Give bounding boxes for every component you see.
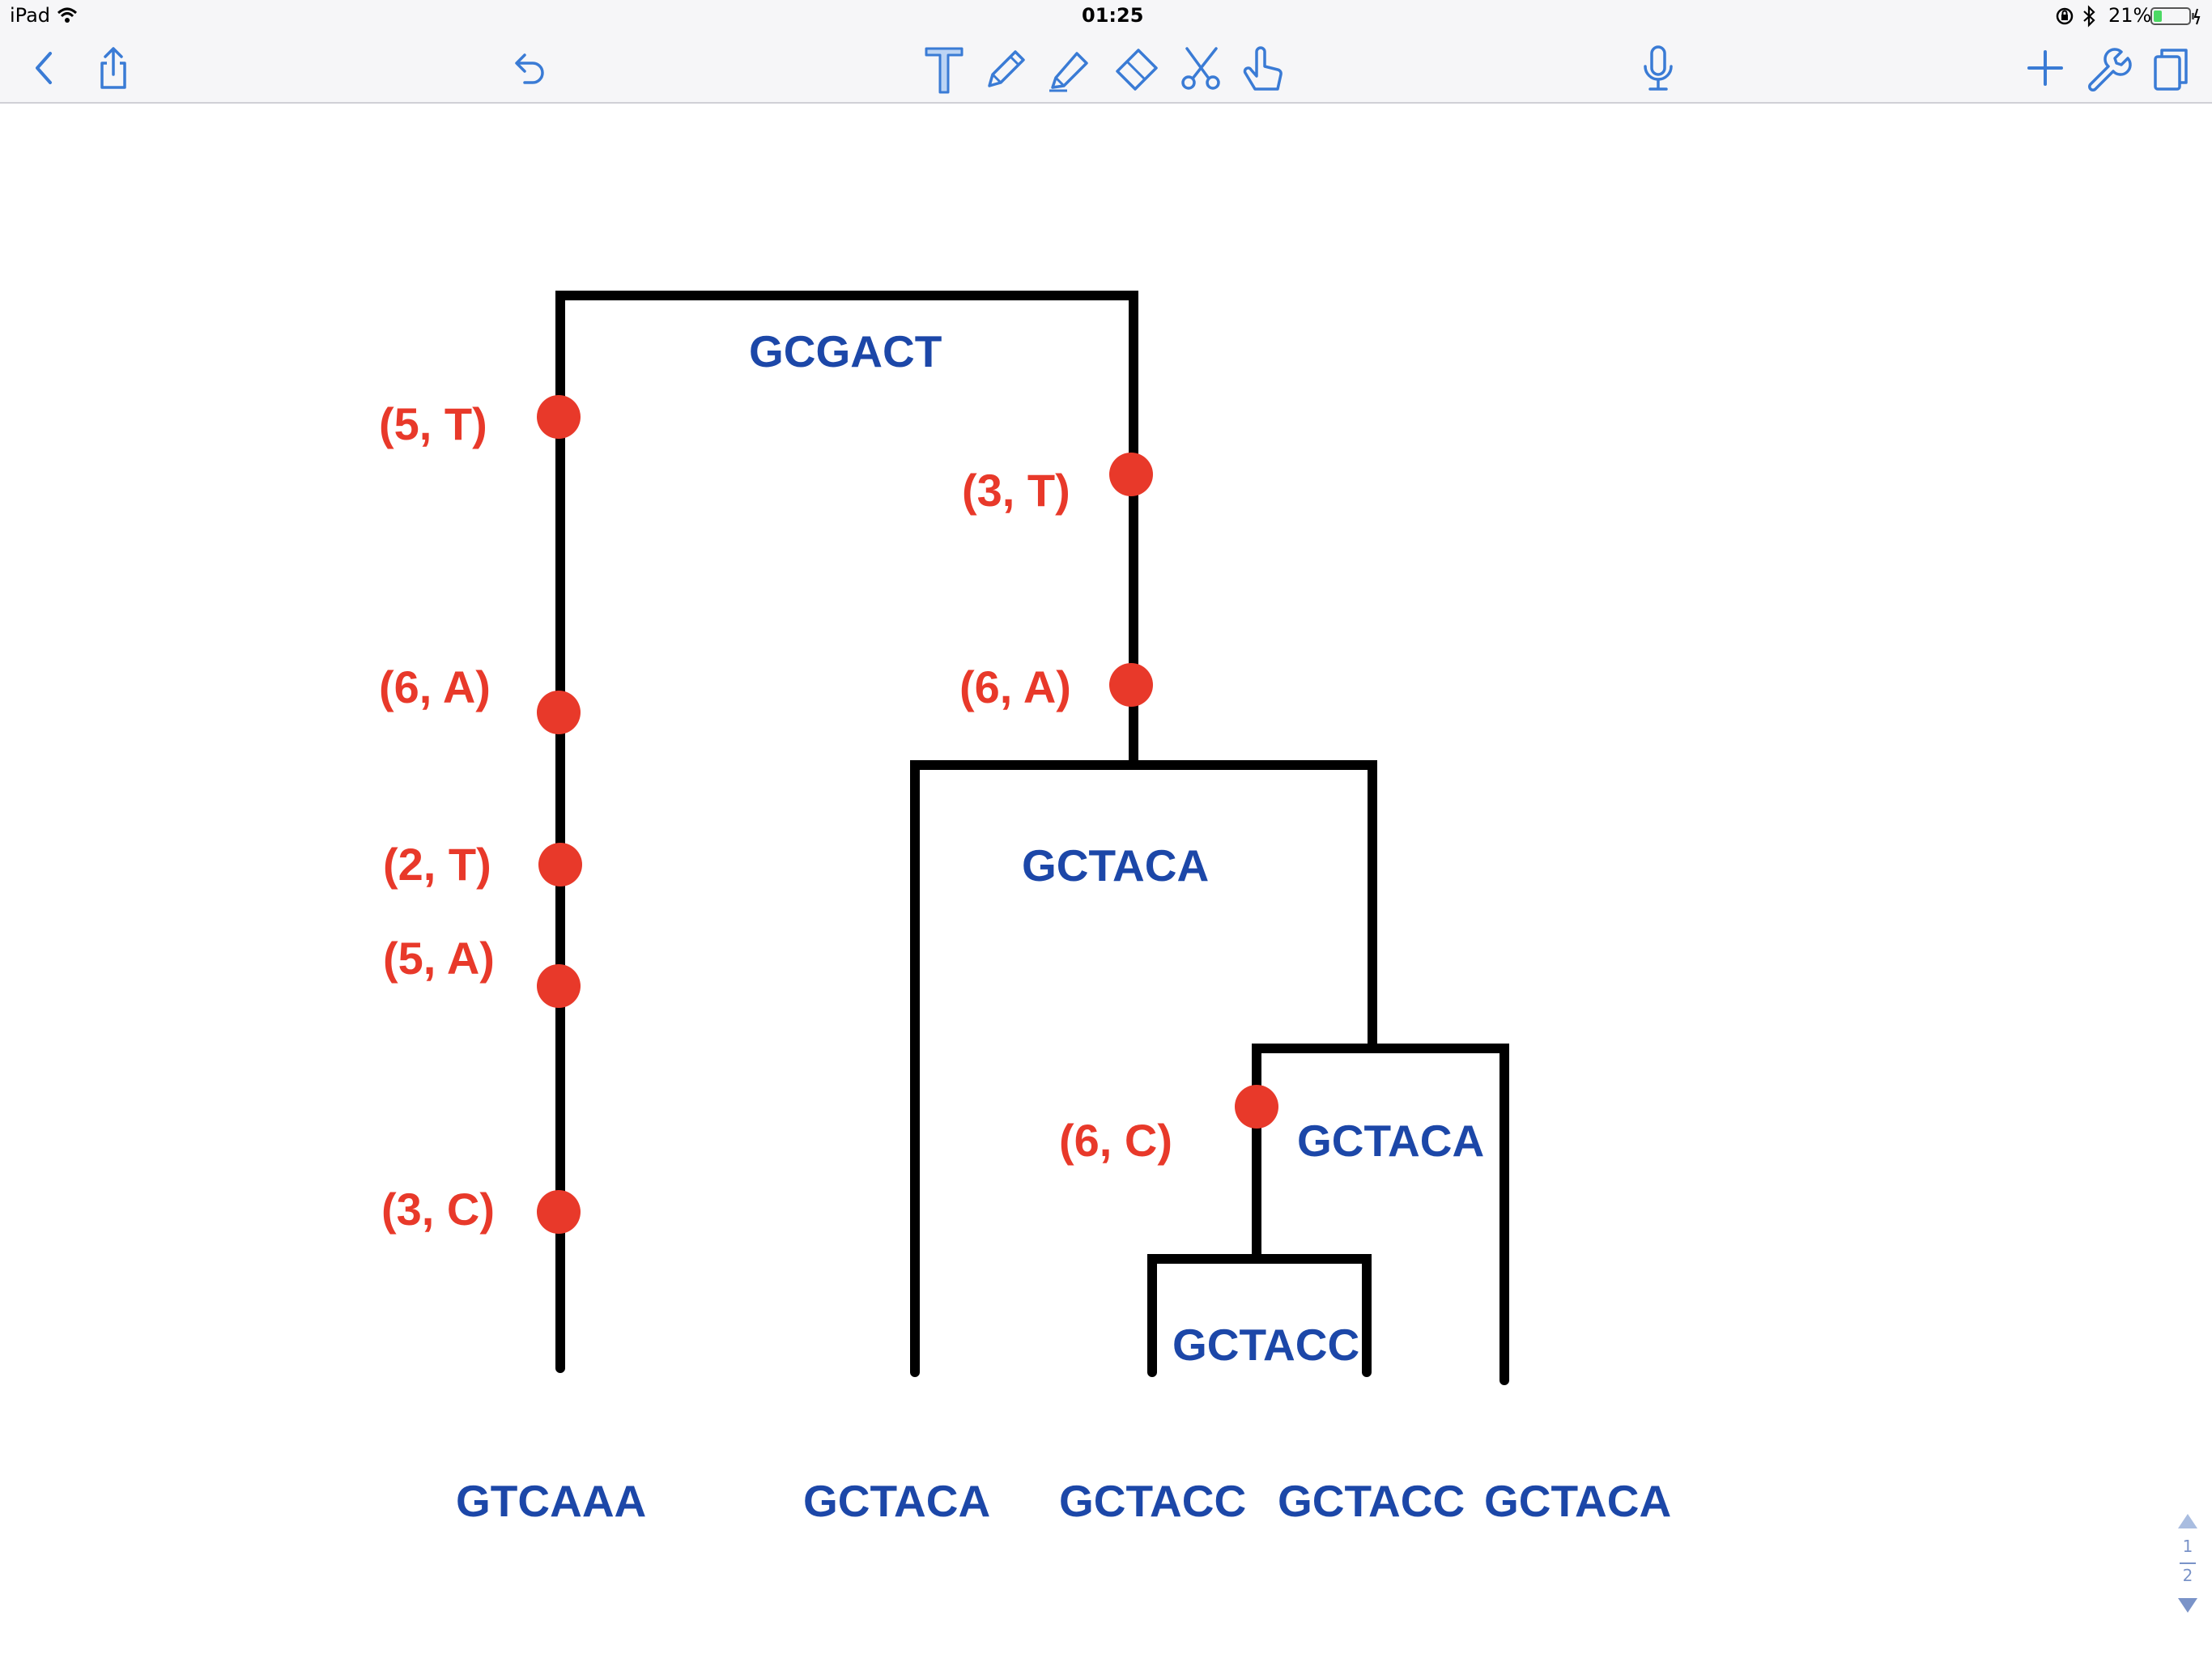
mutation-dot	[537, 964, 581, 1008]
current-page: 1	[2182, 1537, 2193, 1556]
bluetooth-icon	[2081, 5, 2097, 28]
bottom-clade-branch	[1147, 1254, 1372, 1377]
battery-icon	[2150, 6, 2202, 26]
microphone-icon[interactable]	[1632, 42, 1684, 94]
mutation-label: (2, T)	[383, 839, 491, 890]
page-down-icon[interactable]	[2176, 1596, 2199, 1614]
mutation-label: (3, C)	[381, 1184, 495, 1235]
mutation-dot	[538, 843, 582, 886]
mutation-dot	[1235, 1085, 1278, 1129]
inner-clade-node-label: GCTACA	[1297, 1116, 1484, 1166]
highlighter-icon[interactable]	[1043, 42, 1095, 94]
device-name: iPad	[10, 4, 51, 27]
mutation-label: (6, C)	[1059, 1115, 1172, 1166]
mutation-label: (5, A)	[383, 933, 495, 984]
inner-clade-branch	[1252, 1044, 1509, 1385]
eraser-icon[interactable]	[1111, 42, 1163, 94]
leaf-label: GTCAAA	[456, 1476, 646, 1526]
mutation-dot	[537, 395, 581, 439]
leaf-label: GCTACC	[1278, 1476, 1465, 1526]
leaf-label: GCTACC	[1059, 1476, 1246, 1526]
clock: 01:25	[1082, 4, 1144, 27]
rotation-lock-icon	[2055, 6, 2074, 26]
wifi-icon	[57, 6, 78, 24]
page-up-icon[interactable]	[2176, 1512, 2199, 1530]
mutation-label: (6, A)	[959, 661, 1071, 712]
mutation-label: (3, T)	[962, 465, 1070, 516]
back-icon[interactable]	[18, 42, 70, 94]
mutation-label: (5, T)	[379, 398, 487, 449]
right-clade-branch	[910, 760, 1377, 1377]
mutation-dot	[1109, 453, 1153, 496]
mutation-dot	[537, 691, 581, 734]
battery-percent: 21%	[2108, 4, 2152, 27]
scissors-icon[interactable]	[1176, 42, 1227, 94]
pen-tool-icon[interactable]	[978, 42, 1030, 94]
root-node-label: GCGACT	[749, 326, 942, 376]
status-bar: iPad 01:25 21%	[0, 0, 2212, 32]
hand-pointer-icon[interactable]	[1237, 42, 1289, 94]
leaf-label: GCTACA	[1484, 1476, 1671, 1526]
wrench-icon[interactable]	[2081, 42, 2133, 94]
share-icon[interactable]	[87, 42, 139, 94]
text-tool-icon[interactable]	[918, 42, 970, 94]
page-navigator: 1 2	[2170, 1506, 2206, 1627]
undo-icon[interactable]	[502, 42, 554, 94]
leaf-label: GCTACA	[803, 1476, 990, 1526]
phylogenetic-tree: (5, T) (6, A) (2, T) (5, A) (3, C) (3, T…	[379, 291, 1671, 1526]
mutation-dot	[537, 1190, 581, 1234]
mutation-dot	[1109, 663, 1153, 707]
pages-icon[interactable]	[2142, 42, 2194, 94]
mutation-label: (6, A)	[379, 661, 491, 712]
total-pages: 2	[2182, 1566, 2193, 1585]
bottom-clade-node-label: GCTACC	[1172, 1320, 1359, 1370]
page-divider	[2180, 1562, 2196, 1564]
add-icon[interactable]	[2019, 42, 2071, 94]
right-clade-node-label: GCTACA	[1022, 840, 1209, 891]
note-canvas[interactable]: (5, T) (6, A) (2, T) (5, A) (3, C) (3, T…	[0, 105, 2212, 1658]
root-branch	[555, 291, 1138, 1373]
toolbar	[0, 32, 2212, 104]
